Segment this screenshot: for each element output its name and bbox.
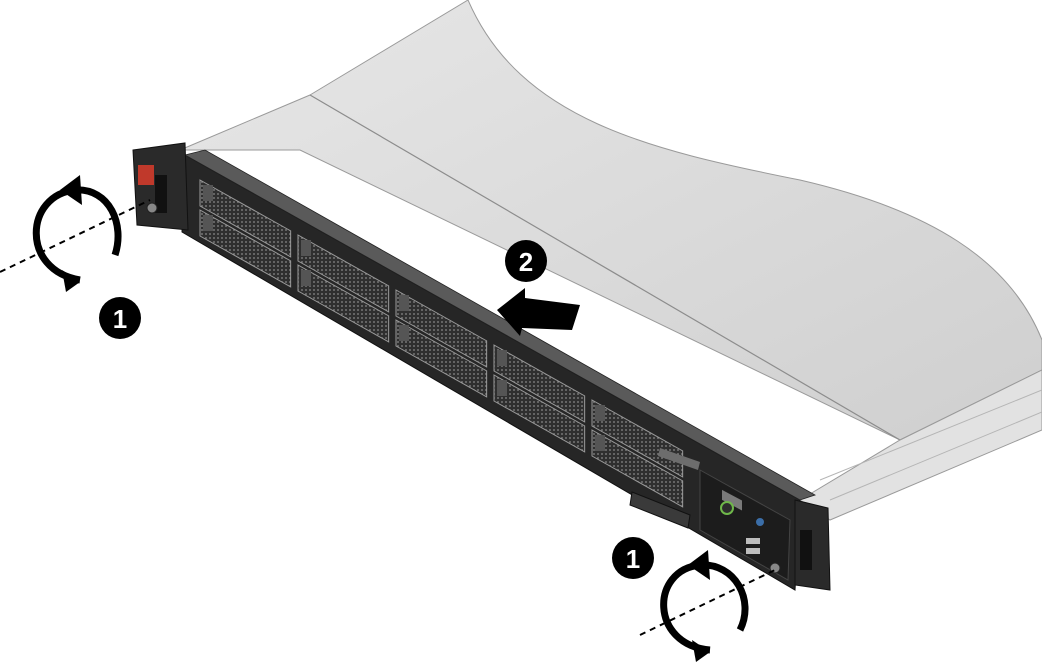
drive-bay[interactable] <box>395 319 488 398</box>
drive-bay[interactable] <box>493 374 586 453</box>
front-panel-bevel <box>183 149 816 501</box>
rail-line-lower <box>829 411 1042 501</box>
drive-bay[interactable] <box>395 289 488 368</box>
label-tab[interactable] <box>629 491 691 529</box>
drive-bay[interactable] <box>493 344 586 423</box>
right-mounting-ear <box>769 499 831 591</box>
drive-bay[interactable] <box>591 429 684 508</box>
uid-button-icon[interactable] <box>756 518 764 526</box>
step-number: 2 <box>519 247 533 277</box>
rail-line-upper <box>819 389 1042 481</box>
step-callout: 1 <box>612 537 654 579</box>
drive-bay[interactable] <box>199 209 292 288</box>
left-screw-icon[interactable] <box>146 202 158 214</box>
drive-bay-latch[interactable] <box>301 270 311 286</box>
left-arrow-icon <box>497 288 580 336</box>
step-callout: 2 <box>505 240 547 282</box>
drive-bay[interactable] <box>591 399 684 478</box>
drive-bay-latch[interactable] <box>497 380 507 396</box>
drive-bay[interactable] <box>297 234 390 313</box>
drive-bay-latch[interactable] <box>595 435 605 451</box>
drive-bay-latch[interactable] <box>399 325 409 341</box>
cover-seam <box>309 94 901 441</box>
drive-bay-latch[interactable] <box>203 215 213 231</box>
step-number: 1 <box>626 544 640 574</box>
step-number: 1 <box>113 304 127 334</box>
step-callout: 1 <box>99 297 141 339</box>
drive-bay[interactable] <box>297 264 390 343</box>
drive-bay-latch[interactable] <box>497 350 507 366</box>
drive-bay-latch[interactable] <box>595 405 605 421</box>
drive-bay-group <box>199 179 684 508</box>
counterclockwise-arrow-icon <box>32 175 122 292</box>
right-screw-axis <box>639 569 776 636</box>
drive-bay-latch[interactable] <box>203 185 213 201</box>
control-panel <box>699 469 791 581</box>
label-tab-upper <box>658 448 700 470</box>
usb-port <box>746 538 760 544</box>
left-mounting-ear <box>132 142 189 231</box>
drive-bay-latch[interactable] <box>399 295 409 311</box>
usb-port <box>746 548 760 554</box>
left-screw-axis <box>0 199 151 273</box>
drive-bay-latch[interactable] <box>301 240 311 256</box>
brand-tag <box>138 165 154 185</box>
chassis-side-rail <box>799 369 1042 521</box>
power-button-icon[interactable] <box>720 501 734 515</box>
lcd-display <box>722 489 742 511</box>
counterclockwise-arrow-icon <box>660 550 749 662</box>
drive-bay[interactable] <box>199 179 292 258</box>
chassis-top-cover <box>179 0 1042 441</box>
